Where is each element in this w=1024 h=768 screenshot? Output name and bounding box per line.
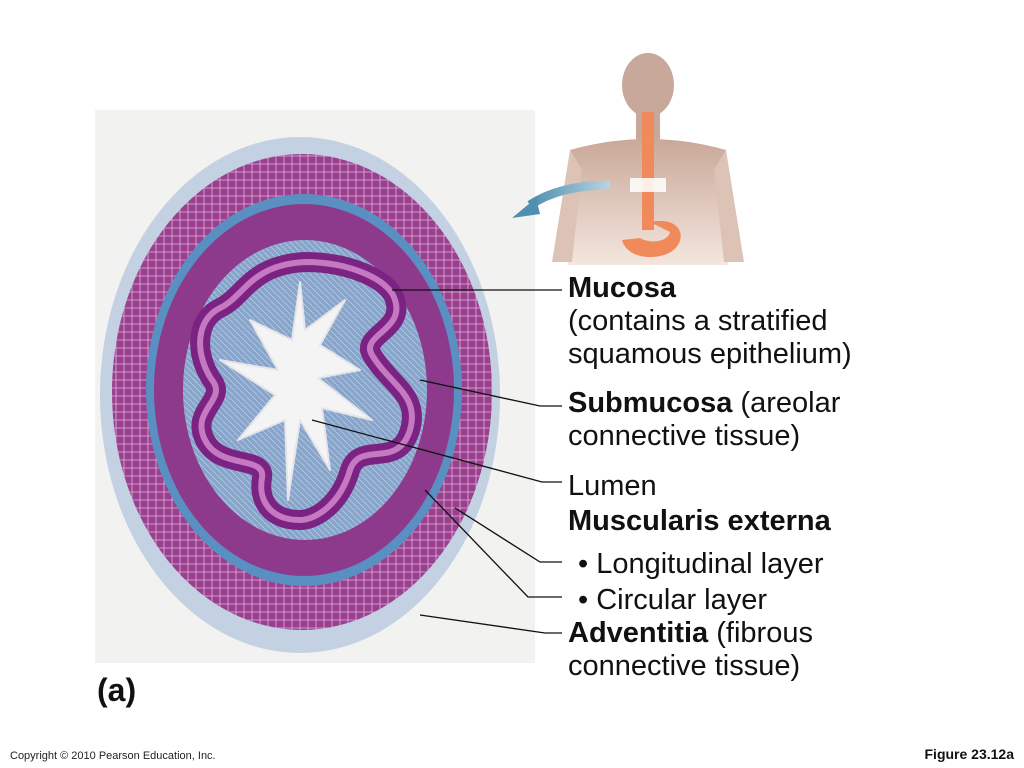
section-marker [630,178,666,192]
leader-lines [311,289,562,634]
lumen [219,281,373,501]
leader-circular [424,489,562,598]
mucosa-epithelium-highlight [197,259,415,523]
label-muscularis-externa: Muscularis externa [568,505,831,538]
left-arm [552,150,582,262]
circular-text: • Circular layer [578,584,768,616]
body-inset [512,53,744,265]
label-adventitia: Adventitia (fibrous connective tissue) [568,617,813,683]
leader-submucosa [419,379,562,407]
mucosa-term: Mucosa [568,272,676,304]
figure-number: Figure 23.12a [924,746,1015,762]
micrograph [95,110,535,663]
label-circular-layer: • Circular layer [578,584,767,617]
submucosa-desc-line-2: connective tissue) [568,420,801,452]
label-longitudinal-layer: • Longitudinal layer [578,548,824,581]
mucosa-desc-line-1: (contains a stratified [568,305,828,337]
panel-letter: (a) [97,672,137,708]
longitudinal-text: • Longitudinal layer [578,548,824,580]
pointer-arrow-head [512,198,540,218]
adventitia-term: Adventitia [568,617,709,649]
leader-adventitia [419,614,562,634]
leader-lumen [311,419,562,483]
submucosa-term: Submucosa [568,387,733,419]
mucosa-desc-line-2: squamous epithelium) [568,338,852,370]
adventitia-desc: (fibrous [708,617,813,649]
stomach-icon [622,220,681,258]
submucosa-desc: (areolar [732,387,841,419]
adventitia-desc-line-2: connective tissue) [568,650,801,682]
lumen-term: Lumen [568,470,657,502]
leader-longitudinal [454,507,562,563]
muscularis-term: Muscularis externa [568,505,831,537]
label-mucosa: Mucosa (contains a stratified squamous e… [568,272,852,371]
label-lumen: Lumen [568,470,657,503]
label-submucosa: Submucosa (areolar connective tissue) [568,387,840,453]
right-arm [714,150,744,262]
esophagus-icon [642,112,654,230]
head [622,53,674,117]
copyright-notice: Copyright © 2010 Pearson Education, Inc. [10,750,216,762]
